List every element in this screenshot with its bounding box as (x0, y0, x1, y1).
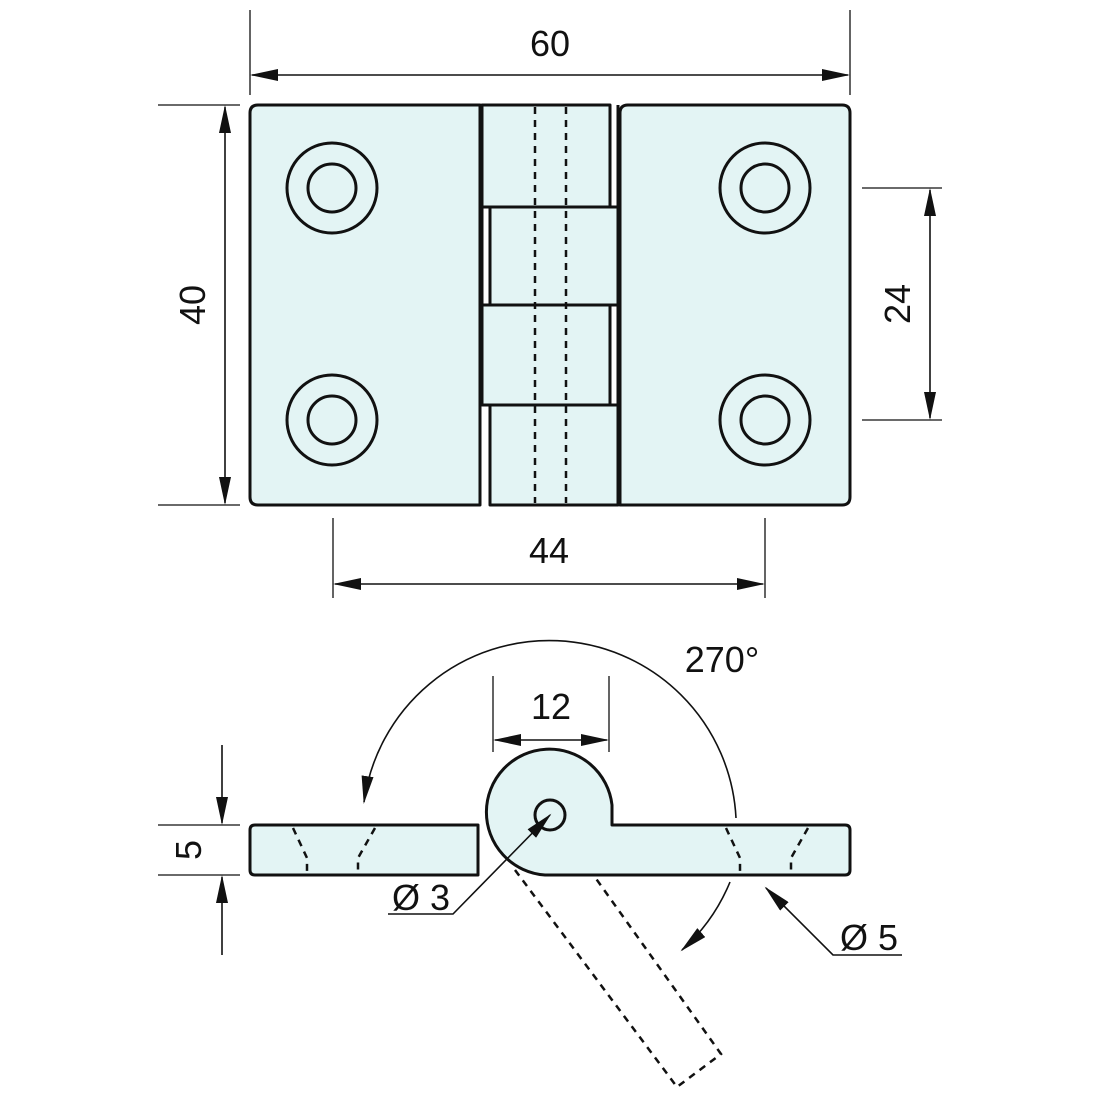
leader-pin-diameter: Ø 3 (388, 813, 552, 918)
hole-bottom-left (285, 373, 379, 467)
countersink-left-a (291, 827, 309, 873)
dimension-height: 40 (158, 104, 240, 506)
dimension-label-12: 12 (531, 686, 571, 727)
countersink-left-b (356, 827, 377, 873)
dimension-label-40: 40 (172, 285, 213, 325)
left-leaf-profile (248, 823, 480, 877)
knuckle-segment-bottom (488, 403, 620, 507)
open-leaf-hidden (513, 869, 723, 1089)
top-view: 60 40 24 44 (158, 10, 942, 598)
dimension-label-hole-diameter: Ø 5 (840, 917, 898, 958)
dimension-label-pin-diameter: Ø 3 (392, 877, 450, 918)
dimension-label-5: 5 (168, 840, 209, 860)
dimension-opening-angle: 270° (361, 639, 759, 952)
dimension-hole-spacing: 24 (862, 187, 942, 421)
dimension-hole-distance: 44 (332, 518, 766, 598)
hole-top-left (285, 141, 379, 235)
hole-top-right (718, 141, 812, 235)
countersink-right-b (789, 827, 810, 873)
dimension-label-60: 60 (530, 23, 570, 64)
countersink-right-a (724, 827, 742, 873)
dimension-label-24: 24 (877, 284, 918, 324)
dimension-knuckle-width: 12 (492, 676, 610, 752)
side-view: 12 270° 5 Ø 3 Ø 5 (158, 639, 902, 1089)
dimension-label-270: 270° (685, 639, 759, 680)
hole-bottom-right (718, 373, 812, 467)
knuckle-segment-upper-mid (488, 205, 620, 307)
dimension-total-width: 60 (249, 10, 851, 95)
knuckle-segment-lower-mid (480, 303, 612, 407)
knuckle-segment-top (480, 103, 612, 209)
dimension-thickness: 5 (158, 745, 240, 955)
right-leaf-knuckle-profile (484, 747, 852, 877)
dimension-label-44: 44 (529, 530, 569, 571)
leader-hole-diameter: Ø 5 (764, 886, 902, 958)
